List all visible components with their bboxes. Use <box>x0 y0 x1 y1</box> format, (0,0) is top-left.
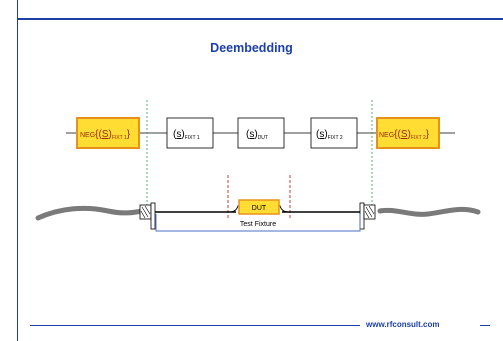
slide-title: Deembedding <box>210 41 293 55</box>
right-connector <box>359 202 376 230</box>
s-block-fixt2: (s)FIXT 2 <box>310 117 358 149</box>
s-symbol: s <box>176 129 181 140</box>
s-block-fixt1: (s)FIXT 1 <box>166 117 214 149</box>
s-symbol: s <box>319 129 324 140</box>
bottom-rule-end <box>480 325 490 326</box>
s-subscript: FIXT 1 <box>185 135 200 141</box>
s-subscript: DUT <box>258 135 268 141</box>
fixture-label: Test Fixture <box>240 221 276 228</box>
neg-block-fixt2: NEG{(S)FIXT 2} <box>376 117 440 149</box>
top-rule <box>17 18 503 20</box>
neg-symbol: S <box>401 129 408 140</box>
fixture-bracket <box>155 214 361 232</box>
bottom-rule <box>30 325 360 326</box>
left-connector <box>139 202 156 230</box>
svg-text:NEG{(S)FIXT 1}: NEG{(S)FIXT 1} <box>80 129 131 141</box>
s-block-dut: (s)DUT <box>237 117 285 149</box>
dut-box: DUT <box>238 199 280 215</box>
neg-subscript: FIXT 1 <box>112 135 127 141</box>
neg-block-fixt1: NEG{(S)FIXT 1} <box>76 117 140 149</box>
footer-url: www.rfconsult.com <box>366 320 440 329</box>
left-cable <box>35 205 145 221</box>
right-cable <box>377 206 481 217</box>
s-symbol: s <box>249 129 254 140</box>
neg-prefix: NEG <box>379 132 394 139</box>
dut-lead-left <box>229 204 241 213</box>
s-subscript: FIXT 2 <box>328 135 343 141</box>
svg-text:NEG{(S)FIXT 2}: NEG{(S)FIXT 2} <box>379 129 430 141</box>
neg-prefix: NEG <box>80 132 95 139</box>
neg-symbol: S <box>102 129 109 140</box>
dut-lead-right <box>277 204 289 213</box>
left-edge-line <box>17 0 18 341</box>
dut-label: DUT <box>252 205 267 212</box>
neg-subscript: FIXT 2 <box>411 135 426 141</box>
